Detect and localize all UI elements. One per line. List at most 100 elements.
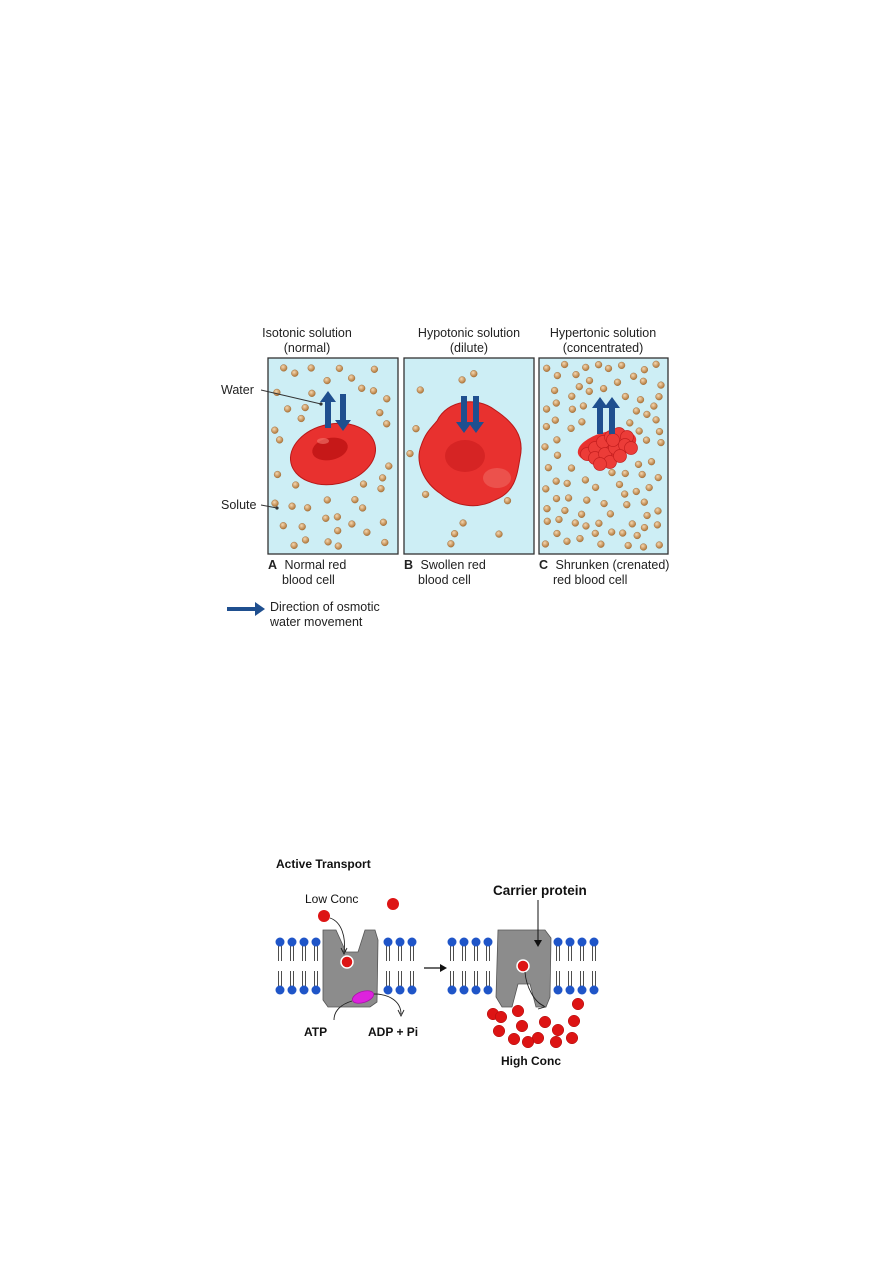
high-conc-molecule — [571, 997, 585, 1011]
legend-line1: Direction of osmotic — [270, 600, 380, 614]
solute-particle — [416, 386, 424, 394]
panel-b-header-line2: (dilute) — [450, 341, 488, 355]
solute-particle — [379, 474, 387, 482]
atp-icon — [352, 990, 374, 1004]
lipid-head — [459, 937, 469, 947]
solute-particle — [541, 540, 550, 548]
atp-label: ATP — [304, 1025, 327, 1039]
solute-particle — [359, 480, 368, 488]
solute-particle — [335, 364, 344, 373]
solute-particle — [575, 383, 583, 391]
solute-particle — [657, 438, 665, 447]
lipid-head — [577, 985, 587, 995]
solute-particle — [640, 524, 649, 532]
high-conc-molecule — [494, 1010, 508, 1024]
crenated-red-blood-cell — [577, 427, 638, 471]
solute-particle — [572, 370, 580, 379]
solute-particle — [470, 370, 478, 378]
solute-particle — [271, 499, 279, 507]
lipid-head — [395, 937, 405, 947]
lipid-head — [553, 937, 563, 947]
solute-particle — [322, 514, 330, 522]
solute-particle — [563, 537, 571, 545]
solute-particle — [273, 388, 281, 397]
solute-particle — [638, 470, 646, 479]
lipid-head — [407, 985, 417, 995]
low-conc-label: Low Conc — [305, 892, 358, 906]
solute-particle — [301, 403, 309, 412]
high-conc-label: High Conc — [501, 1054, 561, 1068]
solute-particle — [376, 409, 384, 417]
solute-particle — [621, 392, 630, 401]
solute-particle — [632, 487, 640, 496]
solute-particle — [655, 393, 663, 401]
solute-particle — [597, 540, 605, 548]
crenated-cell-bump — [624, 441, 638, 455]
solute-particle — [561, 360, 569, 369]
solute-particle — [654, 507, 662, 515]
lipid-head — [383, 937, 393, 947]
solute-particle — [552, 495, 561, 503]
solute-particle — [632, 407, 641, 415]
high-conc-molecule — [507, 1032, 521, 1046]
solute-particle — [578, 510, 586, 518]
lipid-head — [447, 985, 457, 995]
solute-particle — [301, 536, 310, 544]
solute-particle — [618, 361, 626, 370]
solute-particle — [654, 474, 662, 482]
entry-arrowhead — [340, 947, 348, 956]
high-conc-molecule — [551, 1023, 565, 1037]
solute-particle — [279, 522, 287, 530]
solute-particle — [640, 498, 648, 506]
solute-particle — [283, 405, 292, 413]
solute-particle — [604, 364, 613, 373]
lipid-head — [589, 937, 599, 947]
adp-label: ADP + Pi — [368, 1025, 418, 1039]
solute-particle — [600, 500, 608, 508]
solute-particle — [542, 422, 551, 431]
panel-b-header-line1: Hypotonic solution — [418, 326, 520, 340]
solute-particle — [634, 460, 643, 469]
solute-particle — [541, 443, 549, 451]
solute-particle — [608, 528, 616, 536]
solute-particle — [652, 360, 660, 368]
lipid-head — [311, 937, 321, 947]
solute-pointer-dot — [275, 506, 279, 510]
swollen-red-blood-cell — [418, 401, 522, 507]
lipid-head — [483, 985, 493, 995]
low-conc-molecule — [318, 910, 330, 922]
lipid-head — [311, 985, 321, 995]
solute-particle — [503, 497, 512, 505]
solute-pointer-line — [260, 504, 278, 509]
solute-particle — [652, 416, 660, 424]
solute-particle — [551, 386, 559, 395]
solute-particle — [592, 483, 600, 492]
lipid-head — [565, 985, 575, 995]
solute-particle — [623, 501, 631, 509]
solute-particle — [543, 405, 551, 413]
transition-arrowhead — [440, 964, 447, 972]
solute-particle — [363, 528, 371, 536]
lipid-head — [471, 937, 481, 947]
solute-particle — [459, 519, 467, 527]
solute-particle — [458, 376, 466, 384]
solute-particle — [290, 541, 298, 550]
lipid-head — [395, 985, 405, 995]
solute-particle — [351, 496, 359, 504]
solute-particle — [635, 427, 643, 435]
solute-particle — [291, 369, 299, 377]
solute-particle — [571, 519, 579, 527]
solute-particle — [385, 462, 393, 470]
high-conc-molecule — [521, 1035, 535, 1049]
panel-b-caption-letter: B — [404, 558, 413, 572]
normal-red-blood-cell — [289, 422, 377, 486]
solute-particle — [563, 479, 571, 488]
solute-particle — [568, 405, 577, 413]
solute-particle — [585, 387, 593, 396]
solute-particle — [307, 364, 315, 372]
solute-particle — [297, 414, 305, 423]
solute-particle — [369, 387, 378, 395]
solute-particle — [324, 538, 332, 546]
solute-particle — [639, 543, 648, 551]
solute-particle — [640, 366, 649, 374]
